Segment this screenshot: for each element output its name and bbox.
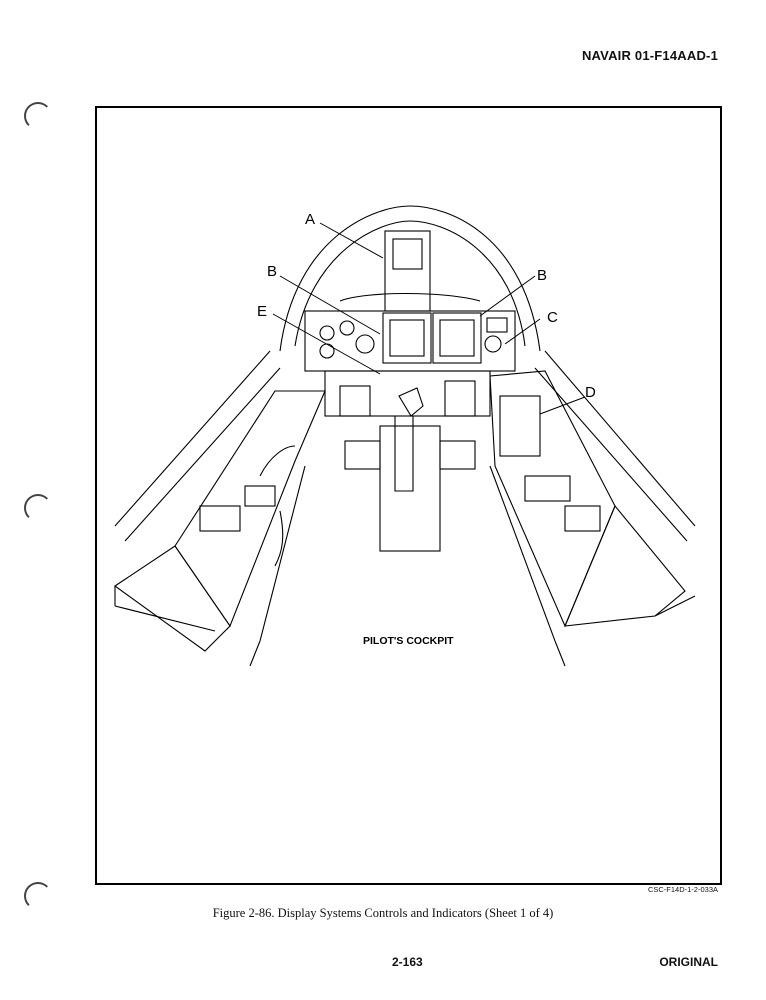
callout-c: C bbox=[547, 309, 558, 326]
control-stick bbox=[398, 387, 424, 417]
cockpit-illustration: A B B C D E PILOT'S COCKPIT bbox=[114, 205, 696, 667]
callout-a: A bbox=[305, 211, 315, 228]
art-reference-code: CSC-F14D-1-2-033A bbox=[647, 885, 718, 894]
callout-b-right: B bbox=[537, 267, 547, 284]
left-rail bbox=[114, 350, 271, 527]
cockpit-label: PILOT'S COCKPIT bbox=[363, 635, 454, 647]
revision-status: ORIGINAL bbox=[659, 955, 718, 969]
figure-caption: Figure 2-86. Display Systems Controls an… bbox=[212, 906, 554, 920]
callout-d: D bbox=[585, 384, 596, 401]
binder-hole-bottom bbox=[24, 882, 52, 910]
left-console bbox=[174, 390, 326, 628]
left-mfd bbox=[382, 312, 432, 364]
center-pedestal bbox=[379, 425, 441, 552]
hud bbox=[384, 230, 431, 312]
binder-hole-top bbox=[24, 102, 52, 130]
left-rudder-pedal bbox=[344, 440, 381, 470]
figure-frame bbox=[95, 106, 722, 885]
right-rudder-pedal bbox=[439, 440, 476, 470]
callout-e: E bbox=[257, 303, 267, 320]
canopy-arch bbox=[279, 205, 541, 352]
document-id: NAVAIR 01-F14AAD-1 bbox=[581, 48, 718, 63]
right-rail bbox=[544, 350, 696, 527]
right-mfd bbox=[432, 312, 482, 364]
page-number: 2-163 bbox=[392, 955, 423, 969]
throttle bbox=[259, 445, 296, 477]
binder-hole-middle bbox=[24, 494, 52, 522]
callout-b-left: B bbox=[267, 263, 277, 280]
